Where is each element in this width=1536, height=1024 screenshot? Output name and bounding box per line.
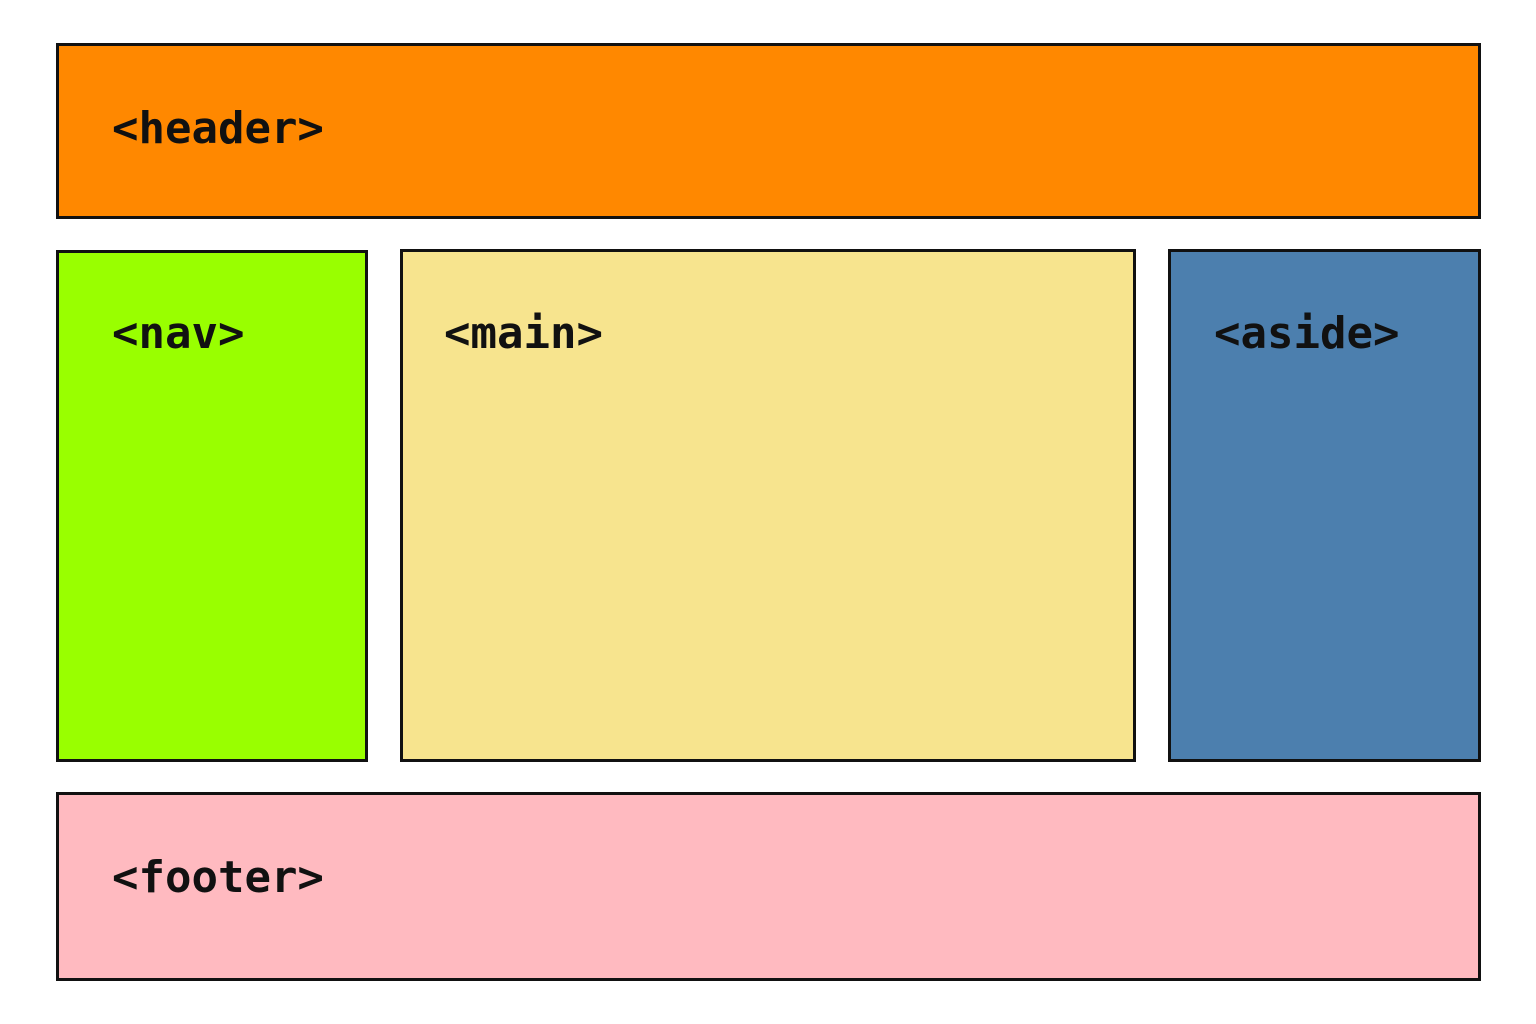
- header-label: <header>: [112, 103, 324, 154]
- nav-block: <nav>: [56, 250, 368, 762]
- aside-label: <aside>: [1214, 308, 1400, 359]
- nav-label: <nav>: [112, 308, 245, 359]
- footer-block: <footer>: [56, 792, 1481, 981]
- header-block: <header>: [56, 43, 1481, 219]
- main-block: <main>: [400, 249, 1136, 762]
- footer-label: <footer>: [112, 852, 324, 903]
- main-label: <main>: [444, 308, 603, 359]
- aside-block: <aside>: [1168, 249, 1481, 762]
